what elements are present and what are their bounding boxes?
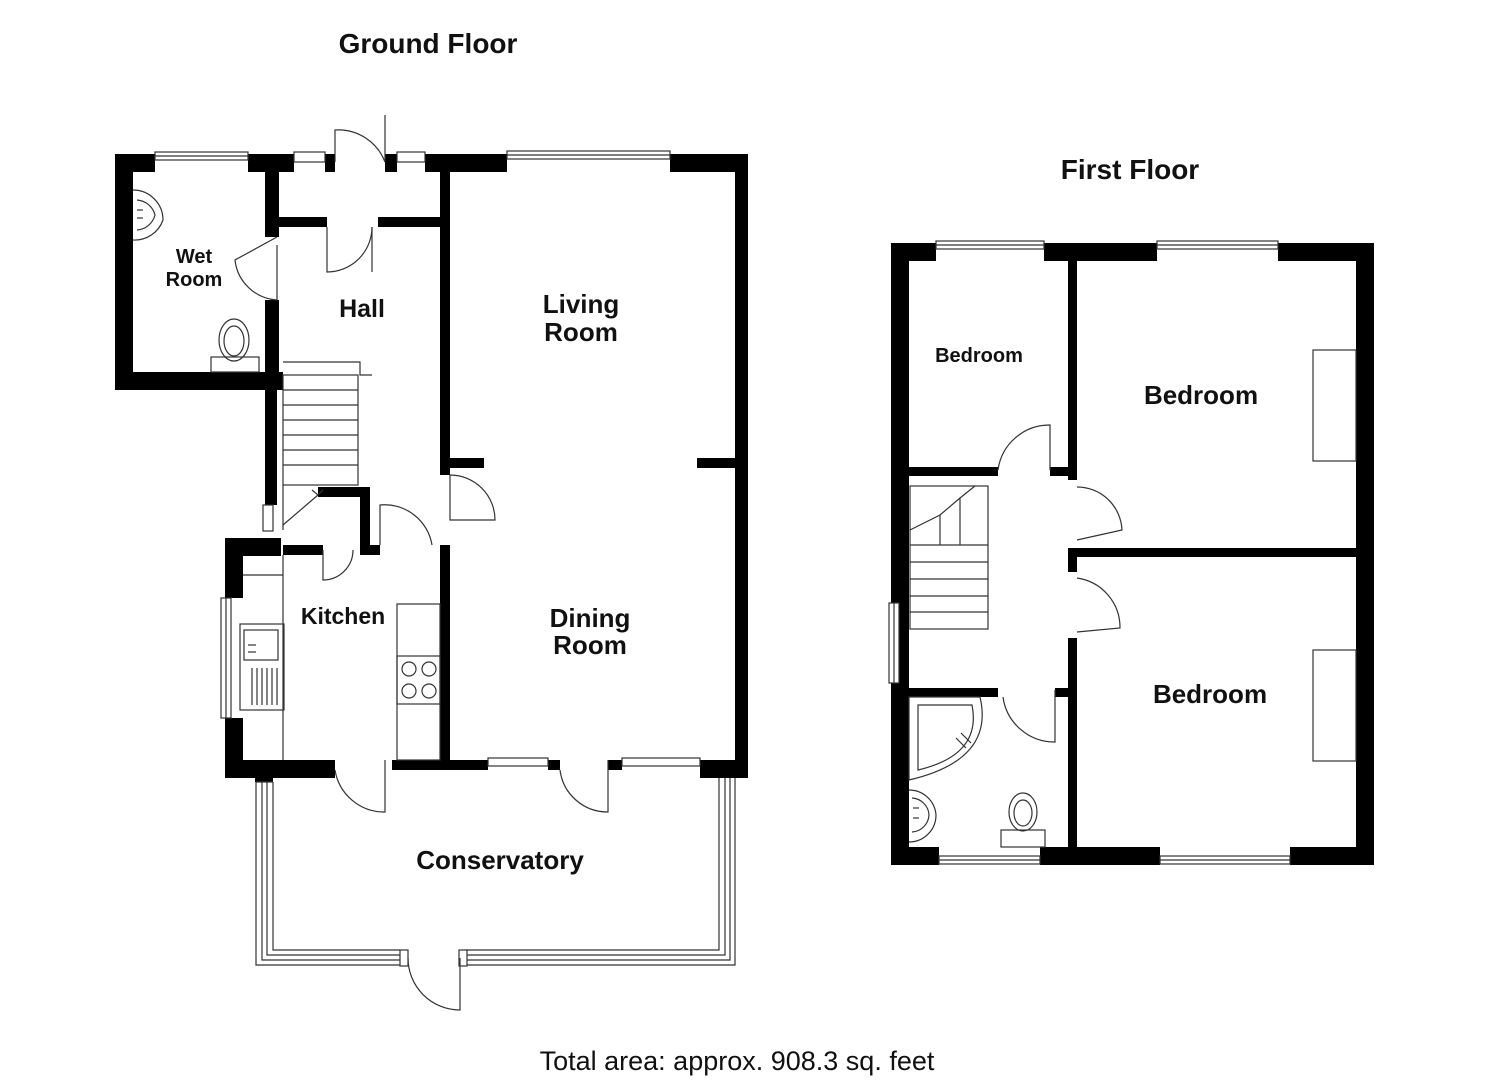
wall — [891, 243, 936, 261]
bedroom-small-door — [997, 424, 1051, 471]
first-floor-plan: Bedroom Bedroom Bedroom — [888, 240, 1374, 865]
staircase — [282, 361, 372, 530]
wall — [283, 545, 323, 555]
cupboard-door — [322, 549, 354, 581]
kitchen-door — [379, 504, 433, 546]
wet-room-door — [234, 236, 278, 301]
wall — [1068, 548, 1077, 572]
wall — [735, 154, 748, 778]
wall — [905, 467, 998, 476]
bedroom-top-door — [1076, 486, 1123, 541]
wall — [115, 372, 283, 390]
wall — [1050, 467, 1070, 476]
wall — [891, 243, 909, 865]
conservatory-label: Conservatory — [416, 845, 584, 875]
wall — [115, 154, 155, 172]
bedroom-small-label: Bedroom — [935, 345, 1023, 367]
bathroom-door — [1002, 690, 1056, 743]
dining-room-label-line2: Room — [553, 630, 627, 660]
wardrobe — [1312, 649, 1357, 762]
wall — [440, 167, 450, 475]
wall — [440, 458, 484, 468]
wall — [1044, 243, 1157, 261]
wall — [700, 760, 748, 778]
wall — [697, 458, 737, 468]
wet-room-label-line2: Room — [166, 269, 223, 291]
wall — [265, 300, 279, 390]
wall — [255, 770, 273, 782]
hob-icon — [396, 655, 441, 705]
porch-door — [326, 226, 373, 273]
window — [621, 757, 701, 767]
total-area-text: Total area: approx. 908.3 sq. feet — [540, 1046, 935, 1076]
wall — [360, 487, 370, 555]
bathroom-fixtures — [908, 696, 1046, 848]
toilet-icon — [218, 318, 250, 362]
wall — [608, 760, 622, 770]
toilet-icon — [1008, 792, 1038, 832]
front-door — [334, 129, 386, 163]
wall — [1055, 688, 1070, 697]
wall — [325, 154, 335, 172]
wall — [425, 154, 507, 172]
kitchen-fixtures — [239, 555, 441, 761]
wall — [225, 538, 243, 598]
wet-room-label-line1: Wet — [176, 246, 213, 268]
wardrobe — [1312, 349, 1357, 462]
conservatory-door — [407, 957, 461, 1011]
conservatory — [255, 778, 736, 1011]
wall — [1068, 255, 1077, 480]
wall — [1068, 548, 1368, 557]
wall — [1290, 847, 1374, 865]
wall — [360, 545, 380, 555]
basin-icon — [908, 789, 937, 843]
bedroom-top-label: Bedroom — [1144, 380, 1258, 410]
window — [293, 151, 326, 163]
wall — [265, 380, 277, 505]
wall — [548, 760, 560, 770]
ground-floor-plan: Wet Room Hall Living Room Kitchen Dining… — [115, 115, 748, 1011]
wall — [1278, 243, 1374, 261]
corner-bath-icon — [908, 696, 983, 781]
living-room-label-line1: Living — [543, 289, 620, 319]
window — [487, 757, 549, 767]
window — [396, 151, 426, 163]
bedroom-bottom-label: Bedroom — [1153, 679, 1267, 709]
kitchen-back-door — [334, 760, 386, 813]
wall — [318, 487, 370, 497]
bedroom-bottom-door — [1076, 577, 1121, 633]
basin-icon — [132, 189, 164, 241]
dining-room-label-line1: Dining — [550, 603, 631, 633]
wall — [1068, 638, 1077, 858]
sink-icon — [239, 623, 285, 711]
living-door — [449, 474, 496, 521]
wall — [225, 760, 335, 778]
wall — [378, 217, 446, 227]
wall — [670, 154, 748, 172]
wall — [115, 154, 133, 390]
hall-label: Hall — [339, 295, 385, 323]
wall — [1040, 847, 1160, 865]
window — [262, 504, 274, 532]
dining-door — [559, 760, 609, 813]
wall — [385, 154, 397, 172]
first-floor-title: First Floor — [1061, 154, 1200, 185]
wall — [392, 760, 488, 770]
wall — [272, 154, 294, 172]
wall — [440, 545, 450, 760]
wall — [905, 688, 998, 697]
wet-room-fixtures — [132, 189, 260, 373]
wall — [891, 847, 939, 865]
staircase — [909, 485, 989, 630]
kitchen-label: Kitchen — [301, 603, 385, 629]
ground-floor-title: Ground Floor — [339, 28, 518, 59]
wall — [272, 217, 327, 227]
living-room-label-line2: Room — [544, 317, 618, 347]
